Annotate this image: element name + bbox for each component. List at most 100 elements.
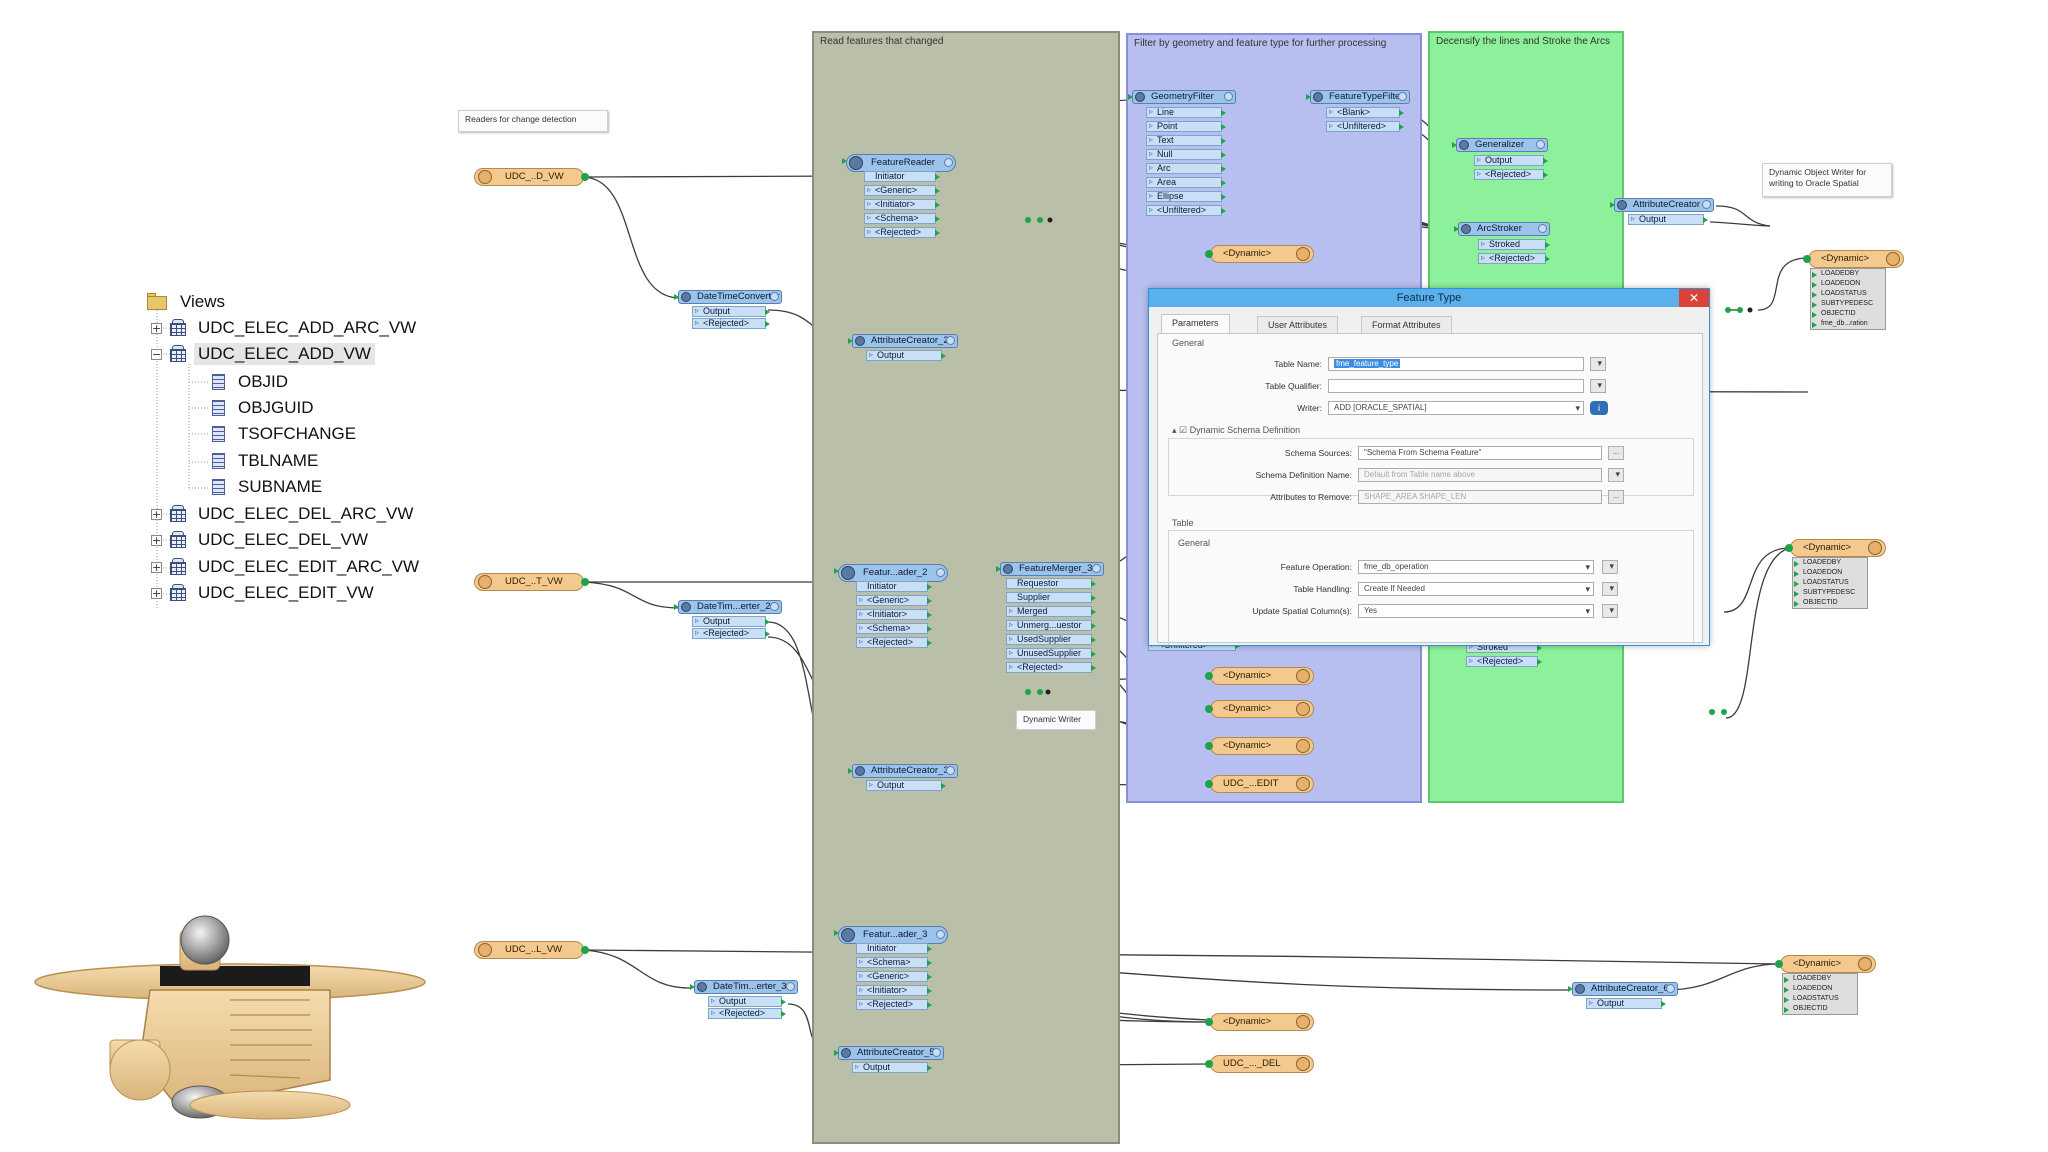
transformer-header[interactable]: DateTimeConverter	[674, 290, 782, 304]
collapse-icon[interactable]: ▴ ☑	[1172, 425, 1188, 435]
close-button[interactable]: ✕	[1679, 289, 1709, 307]
output-port[interactable]: Point	[1146, 121, 1226, 132]
gear-icon[interactable]	[936, 930, 945, 939]
tree-view-item[interactable]: + UDC_ELEC_EDIT_ARC_VW	[151, 555, 423, 579]
gear-icon[interactable]	[770, 292, 779, 301]
transformer-header[interactable]: GeometryFilter	[1128, 90, 1236, 104]
output-port[interactable]: <Rejected>	[864, 227, 940, 238]
output-port[interactable]: <Rejected>	[1466, 656, 1542, 667]
output-port[interactable]: Ellipse	[1146, 191, 1226, 202]
expand-icon[interactable]: +	[151, 507, 162, 521]
tree-view-item[interactable]: + UDC_ELEC_DEL_VW	[151, 528, 372, 552]
info-icon[interactable]: i	[1590, 401, 1608, 415]
tab-parameters[interactable]: Parameters	[1161, 314, 1230, 333]
dynamic-schema-toggle[interactable]: ▴ ☑ Dynamic Schema Definition	[1172, 425, 1300, 436]
output-port[interactable]: <Generic>	[856, 595, 932, 606]
table-name-dropdown[interactable]	[1590, 357, 1606, 371]
gear-icon[interactable]	[1666, 984, 1675, 993]
output-port[interactable]: Text	[1146, 135, 1226, 146]
transformer-header[interactable]: Generalizer	[1452, 138, 1548, 152]
transformer-header[interactable]: FeatureTypeFilter	[1306, 90, 1410, 104]
output-port[interactable]: <Initiator>	[864, 199, 940, 210]
tree-column-item[interactable]: TBLNAME	[212, 449, 322, 473]
schema-definition-dropdown[interactable]	[1608, 468, 1624, 482]
annotation-writer[interactable]: Dynamic Object Writer for writing to Ora…	[1762, 163, 1892, 197]
input-port[interactable]: Initiator	[856, 943, 932, 954]
output-port[interactable]: <Rejected>	[856, 637, 932, 648]
feature-type-dialog[interactable]: Feature Type ✕ Parameters User Attribute…	[1148, 288, 1710, 646]
input-port[interactable]: Requestor	[1006, 578, 1096, 589]
input-port[interactable]: Initiator	[856, 581, 932, 592]
output-port[interactable]: <Initiator>	[856, 985, 932, 996]
tree-view-item[interactable]: + UDC_ELEC_ADD_ARC_VW	[151, 316, 420, 340]
output-port[interactable]: Output	[692, 616, 770, 627]
attributes-remove-field[interactable]: SHAPE_AREA SHAPE_LEN	[1358, 490, 1602, 504]
transformer-header[interactable]: DateTim...erter_2	[674, 600, 782, 614]
tree-view-item[interactable]: + UDC_ELEC_EDIT_VW	[151, 581, 378, 605]
gear-icon[interactable]	[1702, 200, 1711, 209]
transformer-header[interactable]: ArcStroker	[1454, 222, 1550, 236]
output-port[interactable]: Null	[1146, 149, 1226, 160]
table-qualifier-field[interactable]	[1328, 379, 1584, 393]
update-spatial-menu[interactable]	[1602, 604, 1618, 618]
gear-icon[interactable]	[936, 568, 945, 577]
input-port[interactable]: Supplier	[1006, 592, 1096, 603]
gear-icon[interactable]	[932, 1048, 941, 1057]
output-port[interactable]: Merged	[1006, 606, 1096, 617]
gear-icon[interactable]	[946, 766, 955, 775]
gear-icon[interactable]	[1538, 224, 1547, 233]
writer-dynamic[interactable]: <Dynamic>	[1785, 539, 1886, 557]
output-port[interactable]: <Generic>	[856, 971, 932, 982]
table-handling-menu[interactable]	[1602, 582, 1618, 596]
output-port[interactable]: <Generic>	[864, 185, 940, 196]
tree-view-item[interactable]: + UDC_ELEC_DEL_ARC_VW	[151, 502, 417, 526]
writer-feature-type[interactable]: <Dynamic>	[1205, 737, 1314, 755]
transformer-header[interactable]: DateTim...erter_3	[690, 980, 798, 994]
output-port[interactable]: Output	[1628, 214, 1708, 225]
attributes-remove-browse[interactable]: ...	[1608, 490, 1624, 504]
output-port[interactable]: Output	[1586, 998, 1666, 1009]
output-port[interactable]: <Rejected>	[1478, 253, 1550, 264]
output-port[interactable]: Output	[866, 780, 946, 791]
output-port[interactable]: UsedSupplier	[1006, 634, 1096, 645]
schema-definition-field[interactable]: Default from Table name above	[1358, 468, 1602, 482]
output-port[interactable]: Line	[1146, 107, 1226, 118]
output-port[interactable]: Stroked	[1478, 239, 1550, 250]
writer-feature-type[interactable]: <Dynamic>	[1205, 700, 1314, 718]
gear-icon[interactable]	[1398, 92, 1407, 101]
output-port[interactable]: <Schema>	[856, 957, 932, 968]
tree-column-item[interactable]: TSOFCHANGE	[212, 422, 360, 446]
output-port[interactable]: Arc	[1146, 163, 1226, 174]
writer-feature-type[interactable]: UDC_..._DEL	[1205, 1055, 1314, 1073]
tree-column-item[interactable]: OBJGUID	[212, 396, 318, 420]
tree-column-item[interactable]: OBJID	[212, 370, 292, 394]
expand-icon[interactable]: +	[151, 533, 162, 547]
transformer-header[interactable]: AttributeCreator_2	[848, 334, 958, 348]
writer-feature-type[interactable]: <Dynamic>	[1205, 245, 1314, 263]
gear-icon[interactable]	[944, 158, 953, 167]
writer-dynamic[interactable]: <Dynamic>	[1775, 955, 1876, 973]
output-port[interactable]: <Schema>	[856, 623, 932, 634]
schema-sources-browse[interactable]: ...	[1608, 446, 1624, 460]
gear-icon[interactable]	[946, 336, 955, 345]
gear-icon[interactable]	[1536, 140, 1545, 149]
output-port[interactable]: Output	[708, 996, 786, 1007]
transformer-header[interactable]: AttributeCreator_3	[848, 764, 958, 778]
gear-icon[interactable]	[1092, 564, 1101, 573]
output-port[interactable]: <Rejected>	[1006, 662, 1096, 673]
update-spatial-select[interactable]: Yes	[1358, 604, 1594, 618]
output-port[interactable]: <Rejected>	[1474, 169, 1548, 180]
tree-column-item[interactable]: SUBNAME	[212, 475, 326, 499]
annotation-readers[interactable]: Readers for change detection	[458, 110, 608, 132]
output-port[interactable]: <Rejected>	[708, 1008, 786, 1019]
output-port[interactable]: <Rejected>	[692, 318, 770, 329]
output-port[interactable]: Output	[866, 350, 946, 361]
output-port[interactable]: UnusedSupplier	[1006, 648, 1096, 659]
transformer-header[interactable]: FeatureReader	[842, 154, 956, 172]
reader-feature-type[interactable]: UDC_..L_VW	[474, 941, 589, 959]
schema-sources-field[interactable]: "Schema From Schema Feature"	[1358, 446, 1602, 460]
writer-feature-type[interactable]: UDC_...EDIT	[1205, 775, 1314, 793]
gear-icon[interactable]	[1224, 92, 1233, 101]
output-port[interactable]: Output	[1474, 155, 1548, 166]
output-port[interactable]: <Unfiltered>	[1326, 121, 1404, 132]
